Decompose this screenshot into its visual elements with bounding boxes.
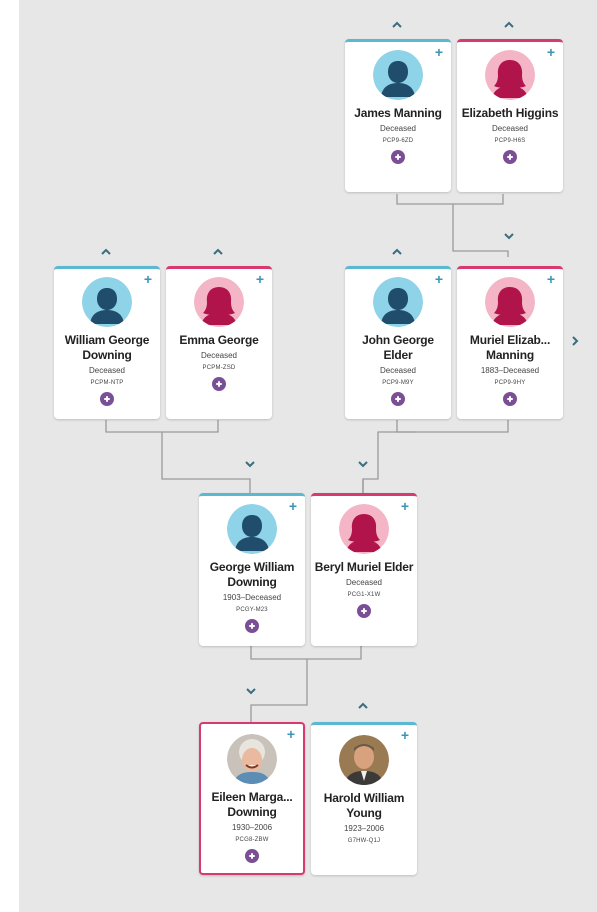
person-name: Emma George [179, 333, 259, 347]
person-card-william-george-downing[interactable]: + William George Downing Deceased PCPM-N… [54, 266, 160, 419]
expand-parents-emma-chevron-up-icon[interactable] [211, 247, 225, 257]
female-avatar-icon [339, 504, 389, 554]
person-id: PCP9-6ZD [382, 138, 414, 144]
male-avatar-icon [227, 504, 277, 554]
collapse-george-chevron-down-icon[interactable] [244, 686, 258, 696]
expand-parents-elizabeth-chevron-up-icon[interactable] [502, 20, 516, 30]
person-id: PCP9-M9Y [382, 380, 414, 386]
female-avatar-icon [485, 50, 535, 100]
person-card-muriel-elizabeth-manning[interactable]: + Muriel Elizab... Manning 1883–Deceased… [457, 266, 563, 419]
record-hint-icon[interactable] [357, 604, 371, 618]
person-lifespan: Deceased [88, 366, 126, 375]
add-person-plus-icon[interactable]: + [143, 271, 152, 287]
person-photo [227, 734, 277, 784]
expand-parents-harold-chevron-up-icon[interactable] [356, 701, 370, 711]
collapse-john-chevron-down-icon[interactable] [356, 459, 370, 469]
person-lifespan: 1903–Deceased [222, 593, 282, 602]
person-name: William George Downing [64, 333, 150, 362]
person-id: PCG8-ZBW [235, 837, 269, 843]
female-avatar-icon [485, 277, 535, 327]
male-avatar-icon [373, 277, 423, 327]
person-lifespan: Deceased [379, 366, 417, 375]
person-id: PCPM-NTP [90, 380, 124, 386]
person-card-harold-william-young[interactable]: + Harold William Young 1923–2006 G7HW-Q1… [311, 722, 417, 875]
person-id: PCP9-H6S [494, 138, 526, 144]
person-lifespan: Deceased [200, 351, 238, 360]
person-card-emma-george[interactable]: + Emma George Deceased PCPM-ZSD [166, 266, 272, 419]
record-hint-icon[interactable] [503, 392, 517, 406]
navigate-right-chevron-right-icon[interactable] [569, 334, 581, 348]
add-person-plus-icon[interactable]: + [434, 271, 443, 287]
add-person-plus-icon[interactable]: + [546, 271, 555, 287]
person-lifespan: 1883–Deceased [480, 366, 540, 375]
collapse-chevron-down-icon[interactable] [502, 231, 516, 241]
person-name: John George Elder [362, 333, 434, 362]
person-name: James Manning [354, 106, 442, 120]
person-name: Muriel Elizab... Manning [469, 333, 551, 362]
person-lifespan: Deceased [491, 124, 529, 133]
add-person-plus-icon[interactable]: + [400, 727, 409, 743]
person-lifespan: Deceased [345, 578, 383, 587]
person-card-elizabeth-higgins[interactable]: + Elizabeth Higgins Deceased PCP9-H6S [457, 39, 563, 192]
record-hint-icon[interactable] [245, 849, 259, 863]
person-lifespan: Deceased [379, 124, 417, 133]
tree-canvas: + James Manning Deceased PCP9-6ZD + Eliz… [19, 0, 597, 912]
add-person-plus-icon[interactable]: + [400, 498, 409, 514]
person-card-john-george-elder[interactable]: + John George Elder Deceased PCP9-M9Y [345, 266, 451, 419]
expand-parents-james-chevron-up-icon[interactable] [390, 20, 404, 30]
person-id: PCG1-X1W [347, 592, 381, 598]
person-card-beryl-muriel-elder[interactable]: + Beryl Muriel Elder Deceased PCG1-X1W [311, 493, 417, 646]
expand-parents-john-chevron-up-icon[interactable] [390, 247, 404, 257]
person-id: G7HW-Q1J [347, 838, 381, 844]
person-lifespan: 1930–2006 [231, 823, 273, 832]
record-hint-icon[interactable] [391, 150, 405, 164]
person-card-george-william-downing[interactable]: + George William Downing 1903–Deceased P… [199, 493, 305, 646]
person-id: PCP9-9HY [494, 380, 526, 386]
person-card-james-manning[interactable]: + James Manning Deceased PCP9-6ZD [345, 39, 451, 192]
person-name: Eileen Marga... Downing [211, 790, 293, 819]
add-person-plus-icon[interactable]: + [546, 44, 555, 60]
person-lifespan: 1923–2006 [343, 824, 385, 833]
person-id: PCGY-M23 [236, 607, 268, 613]
record-hint-icon[interactable] [245, 619, 259, 633]
person-id: PCPM-ZSD [202, 365, 236, 371]
male-avatar-icon [82, 277, 132, 327]
add-person-plus-icon[interactable]: + [434, 44, 443, 60]
person-name: Harold William Young [323, 791, 405, 820]
add-person-plus-icon[interactable]: + [286, 726, 295, 742]
tree-connector-lines [105, 194, 509, 722]
add-person-plus-icon[interactable]: + [288, 498, 297, 514]
person-name: Beryl Muriel Elder [314, 560, 414, 574]
record-hint-icon[interactable] [212, 377, 226, 391]
record-hint-icon[interactable] [391, 392, 405, 406]
male-avatar-icon [373, 50, 423, 100]
collapse-william-chevron-down-icon[interactable] [243, 459, 257, 469]
add-person-plus-icon[interactable]: + [255, 271, 264, 287]
female-avatar-icon [194, 277, 244, 327]
person-name: Elizabeth Higgins [461, 106, 559, 120]
expand-parents-william-chevron-up-icon[interactable] [99, 247, 113, 257]
record-hint-icon[interactable] [503, 150, 517, 164]
person-photo [339, 735, 389, 785]
record-hint-icon[interactable] [100, 392, 114, 406]
person-name: George William Downing [209, 560, 295, 589]
person-card-eileen-margaret-downing[interactable]: + Eileen Marga... Downing 1930–2006 PCG8… [199, 722, 305, 875]
